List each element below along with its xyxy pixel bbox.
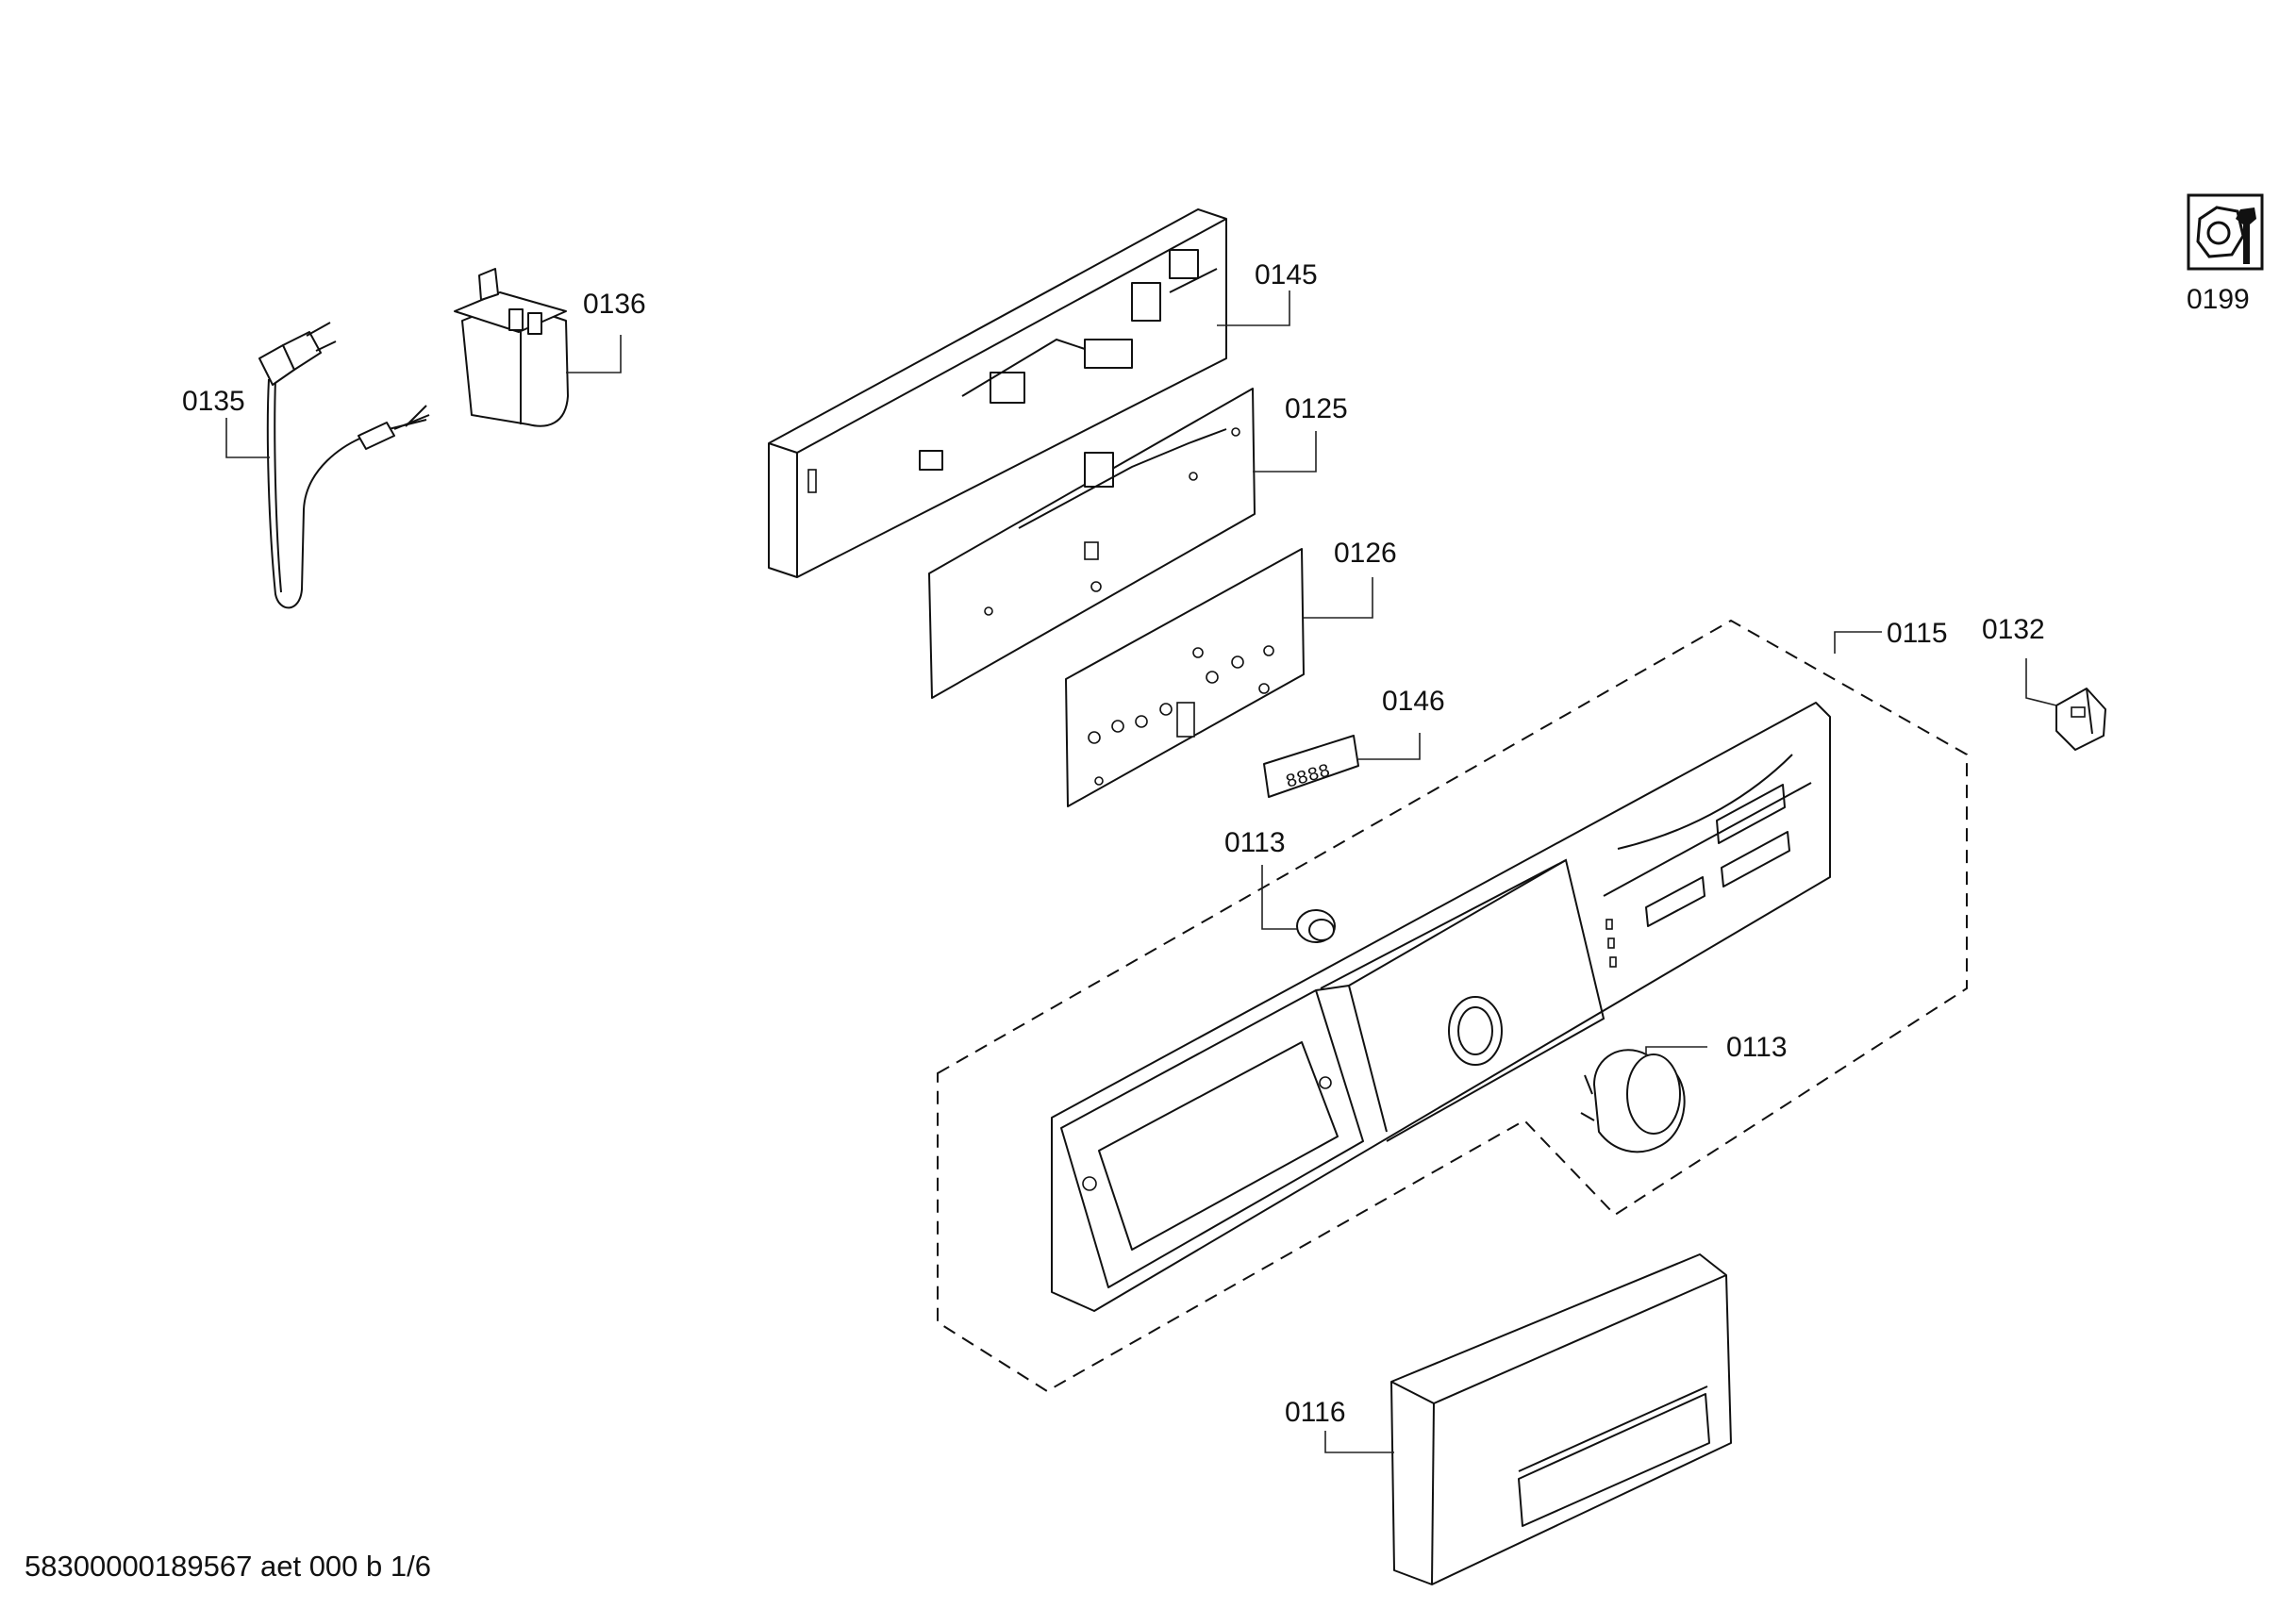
label-0146: 0146	[1382, 686, 1445, 717]
fascia-panel[interactable]	[1051, 0, 1831, 1312]
label-0132: 0132	[1982, 614, 2045, 645]
service-tool-icon	[2187, 193, 2264, 271]
fascia-group-boundary	[937, 619, 1968, 1393]
label-0136: 0136	[583, 289, 646, 320]
label-0125: 0125	[1285, 393, 1348, 424]
label-0113-selector-knob: 0113	[1726, 1032, 1788, 1063]
led-display[interactable]: 8888	[1263, 735, 1359, 798]
push-button-knob[interactable]	[1296, 909, 1336, 943]
module-housing[interactable]	[768, 208, 1227, 578]
label-0116: 0116	[1285, 1397, 1346, 1428]
retaining-clip[interactable]	[2055, 688, 2106, 751]
interference-filter[interactable]	[454, 268, 569, 427]
programme-selector-knob[interactable]	[1580, 1049, 1686, 1153]
label-0145: 0145	[1255, 259, 1318, 290]
display-board[interactable]	[1065, 548, 1305, 807]
document-footer-code: 58300000189567 aet 000 b 1/6	[25, 1550, 431, 1583]
leader-lines	[225, 290, 2057, 1453]
control-board[interactable]	[928, 388, 1256, 699]
detergent-drawer-handle[interactable]	[1390, 1253, 1732, 1585]
label-0115: 0115	[1887, 618, 1948, 649]
label-0199: 0199	[2187, 284, 2250, 315]
label-0126: 0126	[1334, 538, 1397, 569]
label-0135: 0135	[182, 386, 245, 417]
label-0113-small-knob: 0113	[1224, 827, 1286, 858]
power-cord[interactable]	[258, 322, 430, 609]
